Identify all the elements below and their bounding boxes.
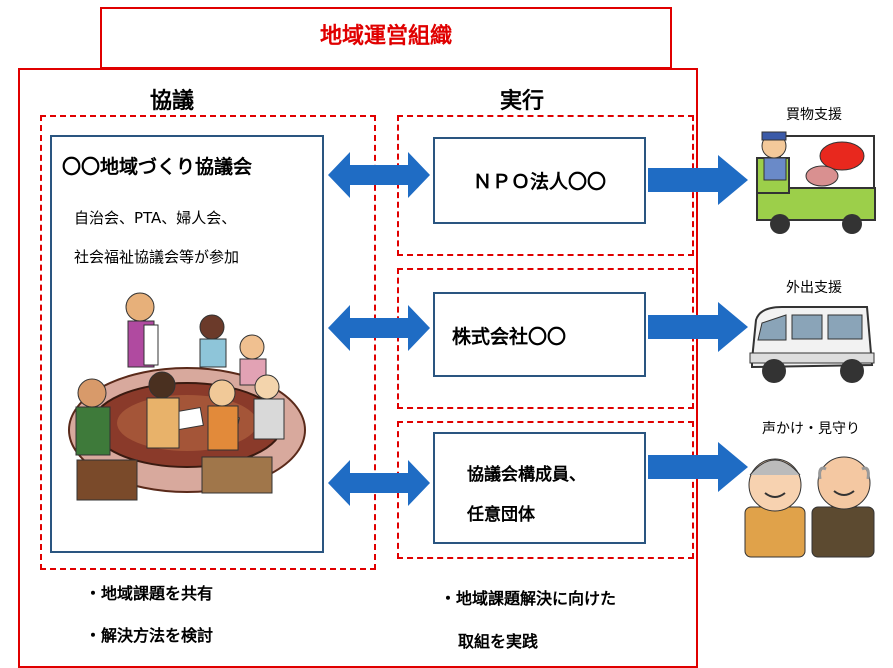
service-shopping-label: 買物支援 xyxy=(786,107,842,123)
org-title: 地域運営組織 xyxy=(319,24,452,49)
arrow-to-watch xyxy=(648,442,748,492)
note-right-1: ・地域課題解決に向けた xyxy=(440,589,617,608)
council-members-line1: 自治会、PTA、婦人会、 xyxy=(74,209,237,227)
service-outing-label: 外出支援 xyxy=(786,280,842,296)
council-members-line2: 社会福祉協議会等が参加 xyxy=(74,248,240,266)
elderly-couple-icon xyxy=(744,456,875,558)
arrow-to-shopping xyxy=(648,155,748,205)
left-header: 協議 xyxy=(150,89,195,114)
meeting-illustration xyxy=(68,292,306,501)
executor-box-company xyxy=(433,292,646,377)
delivery-truck-icon xyxy=(756,131,876,234)
executor-box-npo xyxy=(433,137,646,224)
note-right-2: 取組を実践 xyxy=(458,632,539,651)
van-icon xyxy=(749,306,875,383)
arrow-to-outing xyxy=(648,302,748,352)
council-dashed-area xyxy=(40,115,376,570)
executor-members-line1: 協議会構成員、 xyxy=(467,465,586,485)
double-arrow-3 xyxy=(328,460,430,506)
executor-box-members xyxy=(433,432,646,544)
right-header: 実行 xyxy=(500,89,545,114)
double-arrow-1 xyxy=(328,152,430,198)
note-left-1: ・地域課題を共有 xyxy=(85,584,214,603)
double-arrow-2 xyxy=(328,305,430,351)
service-watch-label: 声かけ・見守り xyxy=(762,421,860,437)
note-left-2: ・解決方法を検討 xyxy=(85,626,214,645)
executor-npo-label: ＮＰＯ法人〇〇 xyxy=(472,171,606,193)
executor-members-line2: 任意団体 xyxy=(467,505,535,525)
executor-company-label: 株式会社〇〇 xyxy=(452,326,567,348)
council-name: 〇〇地域づくり協議会 xyxy=(62,156,253,178)
